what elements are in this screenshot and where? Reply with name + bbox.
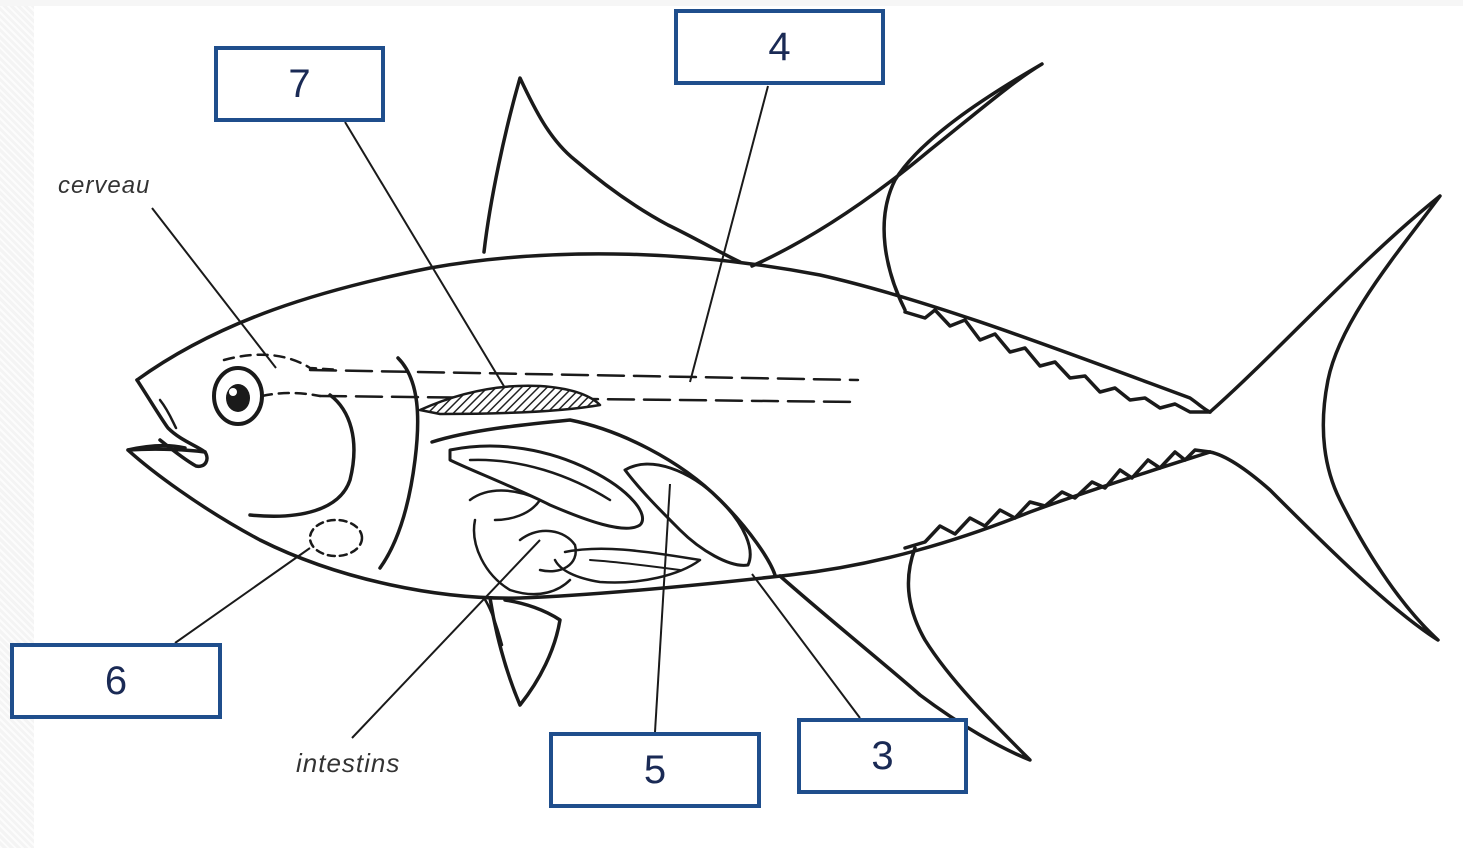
leader-6 [175,548,310,643]
spinal-cord-upper [310,370,858,380]
liver-loop [625,464,750,565]
tail-fin [1210,196,1440,640]
callout-box-6: 6 [10,643,222,719]
label-intestins: intestins [296,748,400,779]
stomach [450,446,643,528]
brain-outline-lower [262,393,320,396]
pectoral-fin [490,598,560,705]
leader-7 [345,122,505,388]
second-dorsal-fin [752,64,1042,310]
nostril [160,400,176,428]
stomach-inner [470,460,610,500]
heart-dashed [310,520,362,556]
gill-cover [250,395,354,516]
upper-jaw [137,380,207,466]
callout-box-5: 5 [549,732,761,808]
callout-box-3: 3 [797,718,968,794]
ventral-finlets [905,450,1210,548]
callout-box-4: 4 [674,9,885,85]
leader-5 [655,484,670,732]
leader-cerveau [152,208,276,368]
dorsal-finlets [905,310,1210,412]
intestine-inner [590,560,680,570]
eye-highlight [229,388,237,396]
label-cerveau: cerveau [58,172,150,200]
callout-box-7: 7 [214,46,385,122]
body-upper-outline [137,254,1210,412]
first-dorsal-fin [484,78,740,262]
operculum-edge [380,358,418,568]
kidney-hatched [420,386,600,414]
eye-inner [226,384,250,412]
leader-3 [752,574,860,718]
leader-4 [690,86,768,382]
